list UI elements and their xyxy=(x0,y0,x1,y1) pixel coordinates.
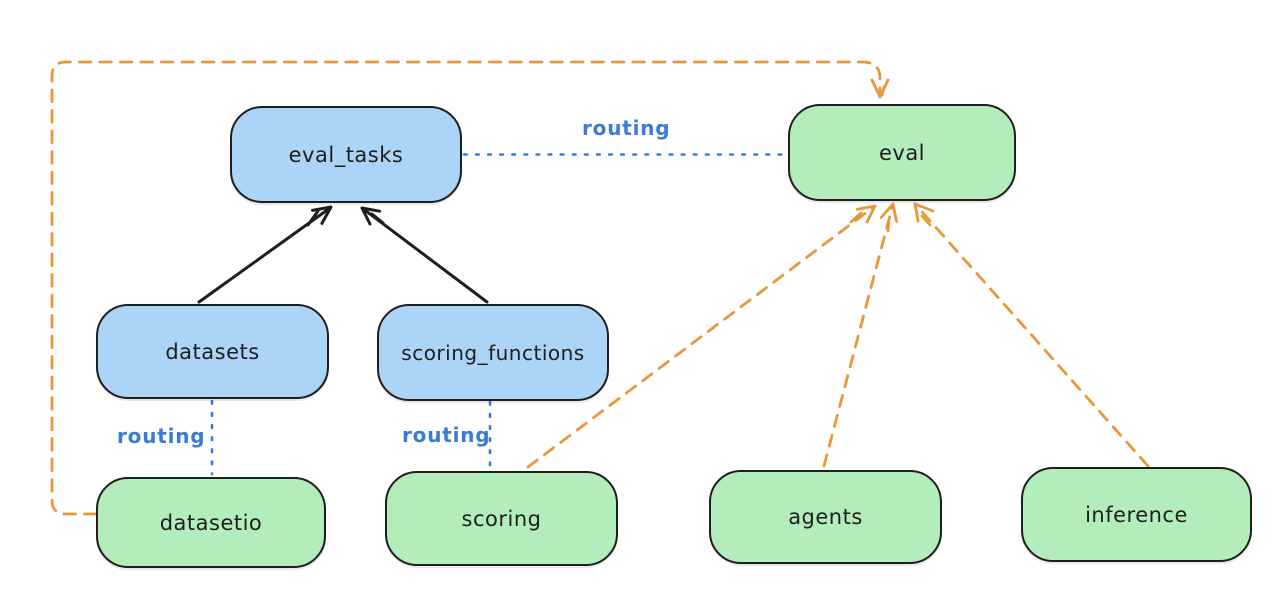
node-eval-tasks-label: eval_tasks xyxy=(288,142,404,167)
node-scoring-functions-label: scoring_functions xyxy=(401,340,585,365)
node-datasetio-label: datasetio xyxy=(159,510,263,535)
node-eval-label: eval xyxy=(878,140,926,165)
node-inference-label: inference xyxy=(1085,502,1188,527)
node-datasets: datasets xyxy=(96,304,329,399)
node-agents-label: agents xyxy=(788,505,863,529)
node-agents: agents xyxy=(709,470,942,564)
node-scoring-functions: scoring_functions xyxy=(377,304,609,401)
routing-label-datasets-datasetio: routing xyxy=(117,424,206,448)
edge-scoring-functions-to-eval-tasks xyxy=(360,206,489,304)
edge-inference-to-eval xyxy=(913,202,1150,468)
node-datasets-label: datasets xyxy=(165,339,260,364)
edge-datasets-to-eval-tasks xyxy=(197,205,333,304)
edge-agents-to-eval xyxy=(822,202,898,468)
node-scoring-label: scoring xyxy=(461,506,542,531)
routing-label-scoring-functions-scoring: routing xyxy=(402,423,491,447)
node-scoring: scoring xyxy=(385,471,618,566)
routing-label-eval-tasks-eval: routing xyxy=(582,116,671,140)
node-eval-tasks: eval_tasks xyxy=(230,106,462,203)
node-inference: inference xyxy=(1021,467,1252,562)
node-eval: eval xyxy=(788,104,1016,201)
node-datasetio: datasetio xyxy=(96,477,326,568)
